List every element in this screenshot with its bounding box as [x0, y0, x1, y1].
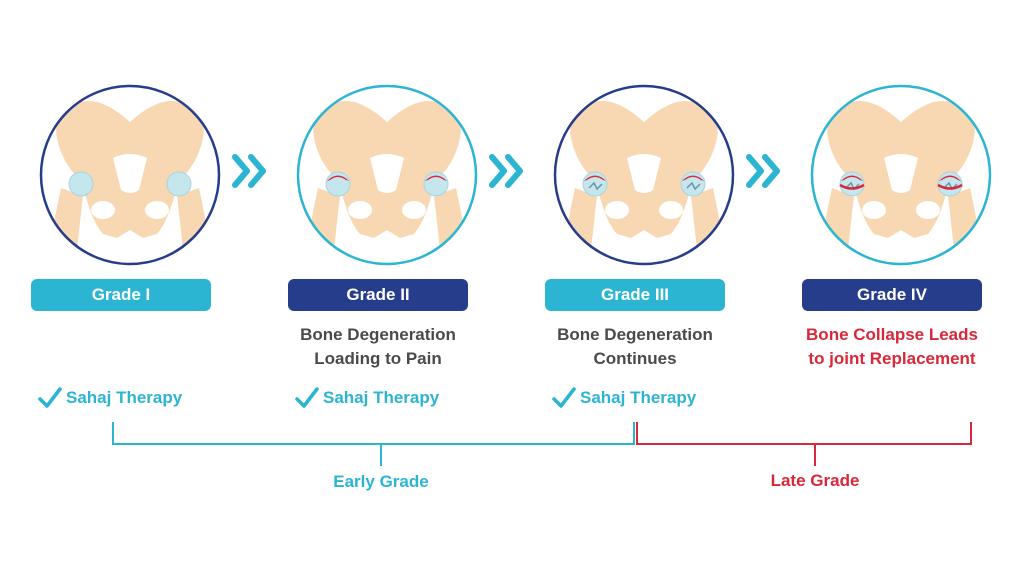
double-chevron-right-icon: [746, 154, 780, 188]
therapy-label: Sahaj Therapy: [66, 388, 183, 407]
double-chevron-right-icon: [489, 154, 523, 188]
right-obturator: [659, 201, 683, 219]
joint-damage: [682, 175, 704, 181]
checkmark-icon: [38, 387, 62, 408]
joint-crack: [686, 181, 701, 191]
right-obturator: [145, 201, 169, 219]
right-obturator: [402, 201, 426, 219]
joint-damage: [425, 175, 447, 181]
pelvis-svg: [810, 84, 992, 266]
late-grade-bracket: [636, 422, 972, 445]
description-line-2: to joint Replacement: [808, 349, 976, 368]
joint-collapse: [839, 183, 865, 190]
grade-ring: [296, 84, 478, 266]
joint-crack: [845, 181, 860, 191]
left-obturator: [348, 201, 372, 219]
sacrum-gap: [627, 154, 661, 193]
grade-1-badge: Grade I: [31, 279, 211, 311]
right-hip-joint: [166, 171, 192, 197]
therapy-item-grade-3: Sahaj Therapy: [552, 385, 696, 411]
right-obturator: [916, 201, 940, 219]
grade-3-badge: Grade III: [545, 279, 725, 311]
therapy-item-grade-2: Sahaj Therapy: [295, 385, 439, 411]
checkmark-icon: [295, 387, 319, 408]
sacrum-gap: [370, 154, 404, 193]
joint-damage: [841, 175, 863, 181]
joint-crack: [943, 181, 958, 191]
grade-3-description: Bone Degeneration Continues: [524, 323, 746, 371]
grade-4-badge: Grade IV: [802, 279, 982, 311]
checkmark-icon: [552, 387, 576, 408]
grade-2-description: Bone Degeneration Loading to Pain: [267, 323, 489, 371]
therapy-label: Sahaj Therapy: [323, 388, 440, 407]
grade-ring: [39, 84, 221, 266]
grade-ring: [553, 84, 735, 266]
left-hip-joint: [68, 171, 94, 197]
pelvis-illustration-grade-4: [810, 84, 992, 266]
description-line-2: Continues: [593, 349, 677, 368]
description-line-1: Bone Collapse Leads: [806, 325, 978, 344]
grade-4-description: Bone Collapse Leads to joint Replacement: [781, 323, 1003, 371]
pelvis-svg: [296, 84, 478, 266]
therapy-label: Sahaj Therapy: [580, 388, 697, 407]
grade-2-badge: Grade II: [288, 279, 468, 311]
left-obturator: [862, 201, 886, 219]
left-obturator: [605, 201, 629, 219]
joint-collapse: [937, 183, 963, 190]
joint-crack: [588, 181, 603, 191]
pelvis-svg: [39, 84, 221, 266]
description-line-1: Bone Degeneration: [300, 325, 456, 344]
therapy-item-grade-1: Sahaj Therapy: [38, 385, 182, 411]
description-line-2: Loading to Pain: [314, 349, 442, 368]
pelvis-svg: [553, 84, 735, 266]
early-grade-label: Early Grade: [333, 472, 429, 491]
sacrum-gap: [113, 154, 147, 193]
pelvis-illustration-grade-3: [553, 84, 735, 266]
left-obturator: [91, 201, 115, 219]
grade-ring: [810, 84, 992, 266]
double-chevron-right-icon: [232, 154, 266, 188]
early-grade-bracket: [112, 422, 635, 445]
joint-damage: [327, 175, 349, 181]
pelvis-illustration-grade-1: [39, 84, 221, 266]
sacrum-gap: [884, 154, 918, 193]
description-line-1: Bone Degeneration: [557, 325, 713, 344]
pelvis-illustration-grade-2: [296, 84, 478, 266]
joint-damage: [939, 175, 961, 181]
late-grade-label: Late Grade: [770, 471, 860, 490]
joint-damage: [584, 175, 606, 181]
